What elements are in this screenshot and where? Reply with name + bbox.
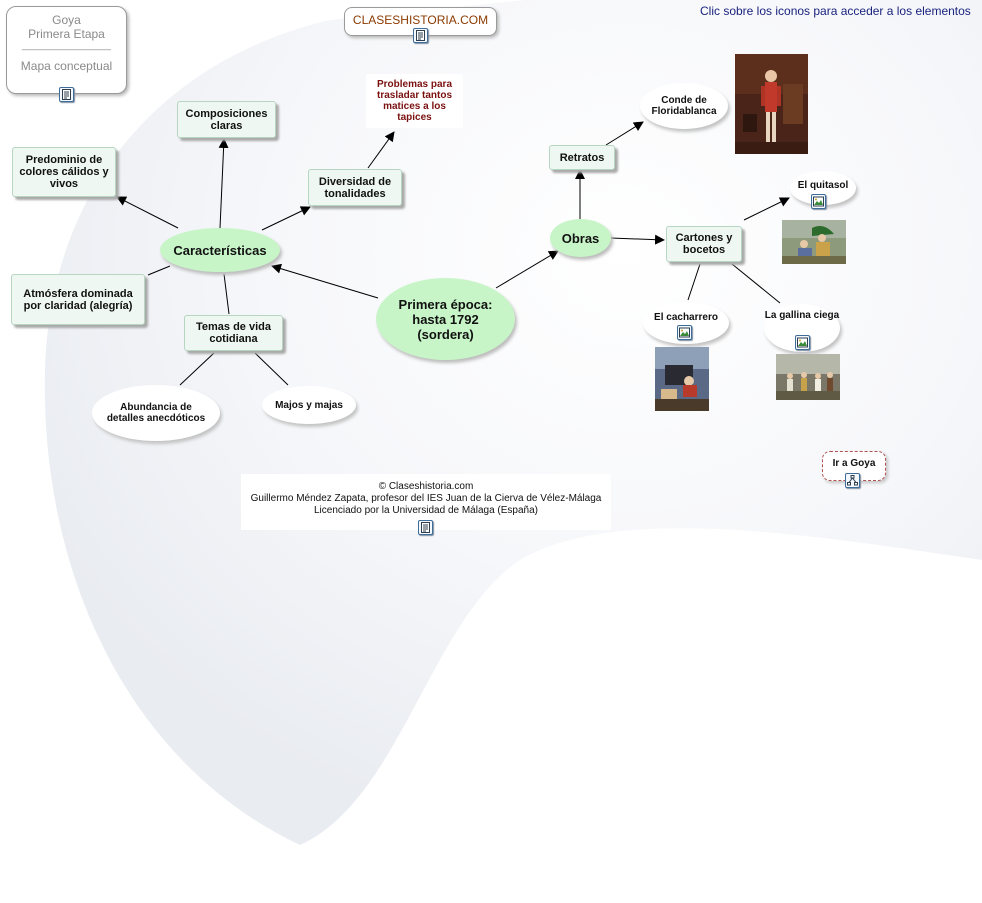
node-abundancia[interactable]: Abundancia de detalles anecdóticos — [92, 385, 220, 441]
topic-subtitle: Primera Etapa — [28, 27, 105, 41]
painting-la-gallina-ciega[interactable] — [776, 354, 840, 400]
node-majos[interactable]: Majos y majas — [262, 386, 356, 424]
node-cartones[interactable]: Cartones y bocetos — [666, 226, 742, 262]
node-problemas[interactable]: Problemas para trasladar tantos matices … — [366, 74, 463, 128]
site-name: CLASESHISTORIA.COM — [352, 13, 489, 27]
node-diversidad[interactable]: Diversidad de tonalidades — [308, 169, 402, 206]
painting-el-quitasol[interactable] — [782, 220, 846, 264]
topic-map-label: Mapa conceptual — [20, 59, 113, 73]
credits-line3: Licenciado por la Universidad de Málaga … — [313, 505, 539, 516]
credits-line2: Guillermo Méndez Zapata, profesor del IE… — [250, 493, 602, 504]
document-icon[interactable] — [413, 28, 428, 43]
ir-a-goya-label: Ir a Goya — [832, 458, 876, 469]
concept-map-icon[interactable] — [845, 473, 860, 488]
node-composiciones[interactable]: Composiciones claras — [177, 101, 276, 138]
node-retratos[interactable]: Retratos — [549, 145, 615, 170]
image-icon[interactable] — [811, 194, 826, 209]
painting-conde-floridablanca[interactable] — [735, 54, 808, 154]
node-obras[interactable]: Obras — [550, 219, 611, 257]
document-icon[interactable] — [418, 520, 433, 535]
node-temas[interactable]: Temas de vida cotidiana — [184, 315, 283, 351]
image-icon[interactable] — [795, 335, 810, 350]
painting-el-cacharrero[interactable] — [655, 347, 709, 411]
credits-line1: © Claseshistoria.com — [378, 481, 474, 492]
node-center[interactable]: Primera época: hasta 1792 (sordera) — [376, 278, 515, 360]
instruction-text: Clic sobre los iconos para acceder a los… — [700, 4, 971, 18]
node-conde[interactable]: Conde de Floridablanca — [640, 83, 728, 129]
topic-title: Goya — [52, 13, 81, 27]
node-atmosfera[interactable]: Atmósfera dominada por claridad (alegría… — [11, 274, 145, 325]
topic-separator: ________________ — [22, 41, 111, 51]
node-predominio[interactable]: Predominio de colores cálidos y vivos — [12, 147, 116, 197]
document-icon[interactable] — [59, 87, 74, 102]
node-caracteristicas[interactable]: Características — [160, 228, 280, 272]
topic-card: Goya Primera Etapa ________________ Mapa… — [6, 6, 127, 94]
image-icon[interactable] — [677, 325, 692, 340]
